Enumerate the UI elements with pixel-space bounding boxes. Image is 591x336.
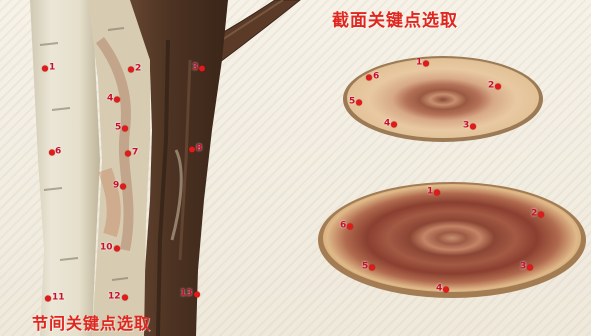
upper-section-point: 3: [463, 122, 476, 131]
point-label: 6: [373, 73, 379, 82]
point-label: 2: [531, 210, 537, 219]
marker-dot: [199, 65, 205, 71]
marker-dot: [434, 189, 440, 195]
lower-section-point: 4: [436, 285, 449, 294]
upper-section-point: 5: [349, 98, 362, 107]
marker-dot: [470, 123, 476, 129]
lower-section-point: 6: [340, 222, 353, 231]
point-label: 7: [132, 149, 138, 158]
marker-dot: [347, 223, 353, 229]
marker-dot: [120, 183, 126, 189]
lower-section-point: 2: [531, 210, 544, 219]
marker-dot: [443, 286, 449, 292]
marker-dot: [538, 211, 544, 217]
point-label: 2: [488, 82, 494, 91]
point-label: 3: [520, 263, 526, 272]
trunk-point: 13: [180, 290, 200, 299]
marker-dot: [114, 96, 120, 102]
point-label: 3: [463, 122, 469, 131]
trunk-point: 1: [42, 64, 55, 73]
trunk-point: 3: [192, 64, 205, 73]
point-label: 4: [436, 285, 442, 294]
point-label: 8: [196, 145, 202, 154]
trunk-point: 4: [107, 95, 120, 104]
point-label: 9: [113, 182, 119, 191]
point-label: 5: [115, 124, 121, 133]
marker-dot: [122, 125, 128, 131]
marker-dot: [527, 264, 533, 270]
trunk-point: 5: [115, 124, 128, 133]
marker-dot: [128, 66, 134, 72]
point-label: 1: [427, 188, 433, 197]
lower-section-point: 5: [362, 263, 375, 272]
marker-dot: [189, 146, 195, 152]
point-label: 6: [340, 222, 346, 231]
trunk-point: 12: [108, 293, 128, 302]
marker-dot: [122, 294, 128, 300]
point-label: 3: [192, 64, 198, 73]
marker-dot: [423, 60, 429, 66]
trunk-point: 7: [125, 149, 138, 158]
internode-keypoint-title: 节间关键点选取: [32, 310, 151, 334]
birch-trunk: [30, 0, 100, 336]
marker-dot: [194, 291, 200, 297]
trunk-point: 8: [189, 145, 202, 154]
marker-dot: [495, 83, 501, 89]
point-label: 4: [384, 120, 390, 129]
point-label: 2: [135, 65, 141, 74]
trunk-point: 6: [48, 148, 61, 157]
point-label: 12: [108, 293, 121, 302]
trunk-point: 9: [113, 182, 126, 191]
point-label: 10: [100, 244, 113, 253]
upper-section-point: 6: [366, 73, 379, 82]
marker-dot: [125, 150, 131, 156]
point-label: 5: [362, 263, 368, 272]
marker-dot: [356, 99, 362, 105]
upper-section-point: 2: [488, 82, 501, 91]
trunk-point: 11: [45, 294, 65, 303]
point-label: 11: [52, 294, 65, 303]
point-label: 5: [349, 98, 355, 107]
point-label: 6: [55, 148, 61, 157]
trunk-point: 10: [100, 244, 120, 253]
marker-dot: [366, 74, 372, 80]
lower-section-point: 1: [427, 188, 440, 197]
marker-dot: [114, 245, 120, 251]
marker-dot: [42, 65, 48, 71]
upper-section: [347, 58, 539, 138]
point-label: 1: [416, 59, 422, 68]
marker-dot: [391, 121, 397, 127]
point-label: 4: [107, 95, 113, 104]
trunk-point: 2: [128, 65, 141, 74]
point-label: 1: [49, 64, 55, 73]
marker-dot: [45, 295, 51, 301]
lower-section: [323, 184, 581, 292]
upper-section-point: 4: [384, 120, 397, 129]
lower-section-point: 3: [520, 263, 533, 272]
section-keypoint-title: 截面关键点选取: [332, 6, 458, 31]
point-label: 13: [180, 290, 193, 299]
marker-dot: [369, 264, 375, 270]
upper-section-point: 1: [416, 59, 429, 68]
